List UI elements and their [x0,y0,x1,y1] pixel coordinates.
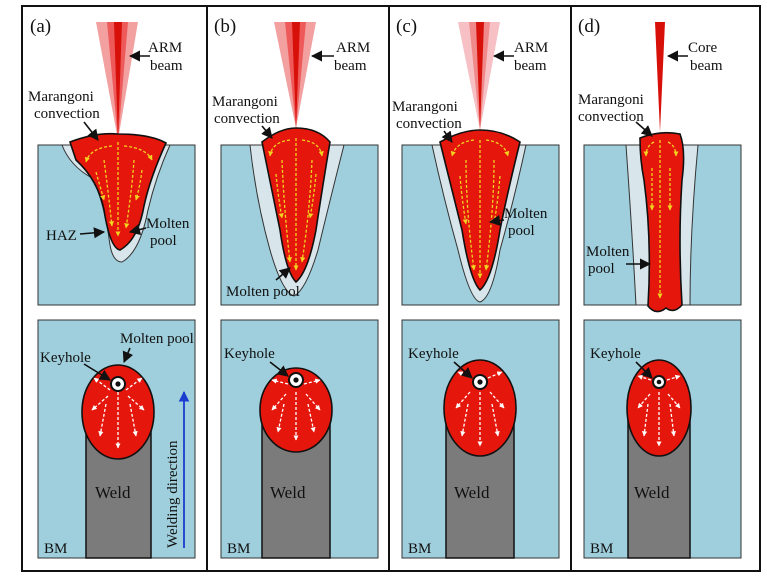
keyhole-label: Keyhole [408,346,459,362]
beam-label: ARM [148,40,182,56]
panel-d: (d) Core beam Marangoni convection Molte… [578,16,742,559]
flow-arrow-icon [643,140,679,299]
keyhole-label: Keyhole [224,346,275,362]
molten-pool-label: Molten [146,216,190,232]
convection-label: Marangoni [212,94,278,110]
molten-pool-label: pool [150,233,177,249]
bm-label: BM [408,541,431,557]
beam-label: beam [150,58,183,74]
bm-label: BM [227,541,250,557]
flow-arrow-icon [455,371,505,447]
molten-pool-label: Molten [586,244,630,260]
flow-arrow-icon [637,374,681,447]
convection-label: convection [396,116,462,132]
panel-c: (c) ARM beam Marangoni convection Molten… [392,16,560,559]
beam-cone [655,22,665,132]
weld-label: Weld [95,483,131,502]
bm-label: BM [44,541,67,557]
keyhole-label: Keyhole [40,350,91,366]
convection-label: Marangoni [578,92,644,108]
panel-label: (a) [30,16,51,37]
haz-label: HAZ [46,228,77,244]
beam-label: Core [688,40,718,56]
molten-pool [68,132,168,251]
molten-pool-label: pool [508,223,535,239]
flow-arrow-icon [91,377,145,449]
top-molten-pool-label: Molten pool [120,331,194,347]
beam-label: ARM [514,40,548,56]
flow-arrow-icon [268,138,324,271]
convection-label: convection [34,106,100,122]
figure-frame [21,5,761,572]
molten-pool-label: Molten [504,206,548,222]
panel-label: (b) [214,16,236,37]
bm-label: BM [590,541,613,557]
panel-a: (a) ARM beam Marangoni convection HAZ Mo… [28,16,196,559]
convection-label: Marangoni [28,89,94,105]
beam-cone [274,22,316,128]
beam-label: beam [334,58,367,74]
beam-label: ARM [336,40,370,56]
convection-label: Marangoni [392,99,458,115]
flow-arrow-icon [450,139,510,279]
weld-label: Weld [454,483,490,502]
flow-arrow-icon [84,142,153,237]
molten-pool-label: Molten pool [226,284,300,300]
weld-label: Weld [634,483,670,502]
beam-cone [96,22,138,140]
flow-arrow-icon [271,378,321,441]
panel-label: (d) [578,16,600,37]
weld-label: Weld [270,483,306,502]
beam-cone [458,22,500,130]
keyhole-label: Keyhole [590,346,641,362]
beam-label: beam [514,58,547,74]
convection-label: convection [578,109,644,125]
panel-b: (b) ARM beam Marangoni convection Molten… [212,16,379,559]
molten-pool-label: pool [588,261,615,277]
beam-label: beam [690,58,723,74]
welding-direction-label: Welding direction [165,440,181,548]
convection-label: convection [214,111,280,127]
panel-label: (c) [396,16,417,37]
